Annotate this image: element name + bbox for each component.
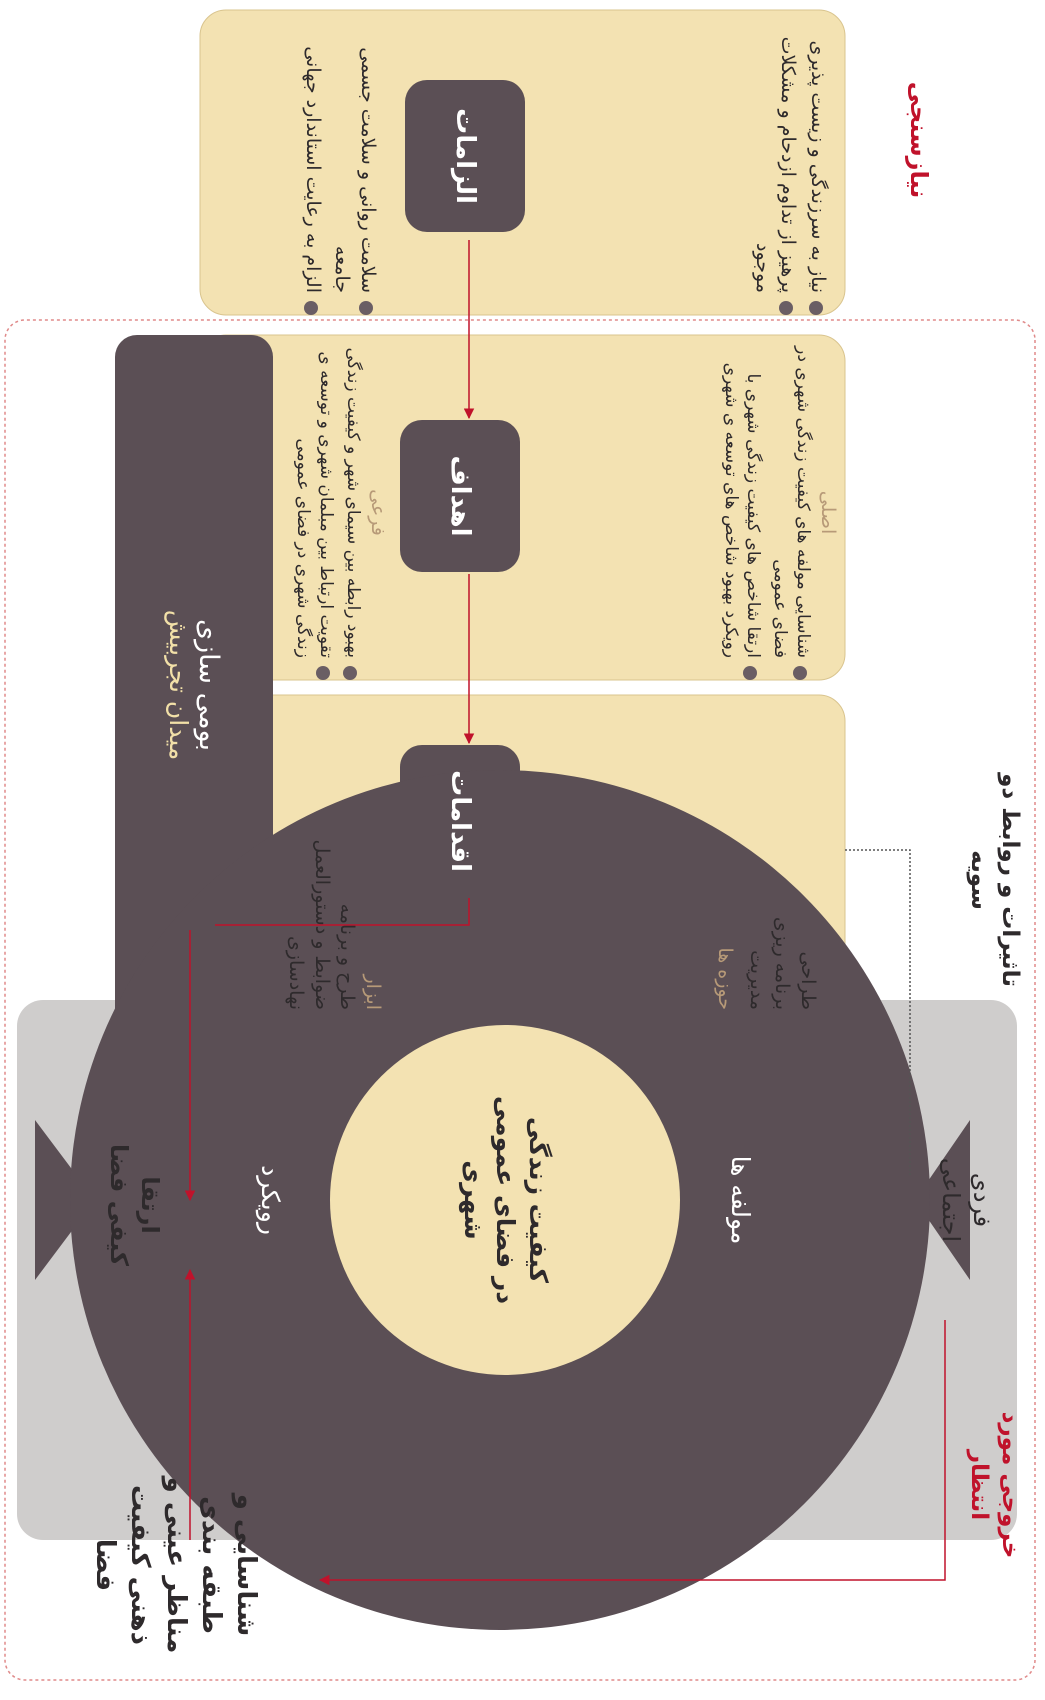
goal-item: ارتقا شاخص های کیفیت زندگی شهری با رویکر… [719,345,765,680]
components-label: مولفه ها [726,1155,755,1245]
output-line: طبقه بندی [195,1496,226,1634]
localization-title: بومی سازی [193,618,224,752]
arrow-to-output [318,1320,946,1586]
action-area: برنامه ریزی [771,916,794,1010]
right-pointer [915,1120,970,1280]
action-tool: طرح و برنامه [336,903,359,1010]
expected-output-label: خروجی مورد انتظار [965,1411,1023,1559]
requirements-title-box [405,80,525,232]
dotted-link [845,849,911,1175]
goals-sub-label: فرعی [367,489,389,536]
localization-text: بومی سازی میدان تجربیش [115,335,273,1035]
core-line: کیفیت زندگی [523,1116,553,1284]
goals-title: اهداف [445,455,475,537]
requirement-item: نیاز به سرزندگی و زیست پذیری [804,25,830,315]
upgrade-text: ارتقا [136,1176,164,1234]
two-way-effects-label: تاثیرات و روابط دو سویه [965,773,1023,987]
goal-item: تقویت ارتباط بین مبلمان شهری و توسعه ی ز… [292,345,338,680]
output-line: ذهنی کیفیت [125,1485,156,1645]
requirement-item: سلامت روانی و سلامت جسمی جامعه [329,25,380,315]
space-quality-text: کیفی فضا [104,1143,133,1267]
action-area: مدیریت [745,950,768,1010]
output-line: مناظر عینی و [160,1476,191,1654]
individual-social-label: فردی اجتماعی [907,1140,997,1260]
goals-main: اصلی شناسایی مولفه های کیفیت زندگی شهری … [560,345,840,680]
needs-assessment-label: نیازسنجی [905,81,933,199]
requirement-item: پرهیز از تداوم ازدحام و مشکلات موجود [749,25,800,315]
output-text: شناسایی و طبقه بندی مناظر عینی و ذهنی کی… [35,1450,315,1680]
requirements-items-left: سلامت روانی و سلامت جسمی جامعه الزام به … [210,25,380,315]
social-text: اجتماعی [936,1157,965,1243]
requirement-item: الزام به رعایت استاندارد جهانی [299,25,325,315]
line-actions-down [215,898,470,926]
approach-label: رویکرد [256,1165,285,1235]
goal-item: بهبود رابطه بین سیمای شهر و کیفیت زندگی [341,345,364,680]
output-line: فضا [90,1538,121,1592]
actions-tools-label: ابزار [362,974,384,1010]
goal-item: شناسایی مولفه های کیفیت زندگی شهری در فض… [768,345,814,680]
goals-title-box [400,420,520,572]
core-circle [330,1025,680,1375]
core-line: در فضای عمومی [491,1095,521,1305]
individual-text: فردی [968,1172,996,1228]
action-area: طراحی [797,951,819,1010]
output-line: شناسایی و [230,1493,261,1637]
requirements-items-right: نیاز به سرزندگی و زیست پذیری پرهیز از تد… [585,25,830,315]
action-tool: نهادسازی [285,935,308,1010]
quality-upgrade-label: ارتقا کیفی فضا [75,1140,165,1270]
core-line: شهری [458,1160,488,1240]
actions-areas-label: حوزه ها [714,947,737,1010]
localization-bar [115,335,273,1035]
core-text: کیفیت زندگی در فضای عمومی شهری [435,1030,575,1370]
outer-frame [4,319,1036,1681]
requirements-title: الزامات [450,108,480,204]
goals-main-label: اصلی [817,490,839,535]
actions-areas: طراحی برنامه ریزی مدیریت حوزه ها [550,710,820,1010]
left-pointer [35,1120,95,1280]
action-tool: ضوابط و دستورالعمل [310,839,333,1010]
actions-title: اقدامات [445,770,475,872]
localization-subtitle: میدان تجربیش [164,609,193,761]
